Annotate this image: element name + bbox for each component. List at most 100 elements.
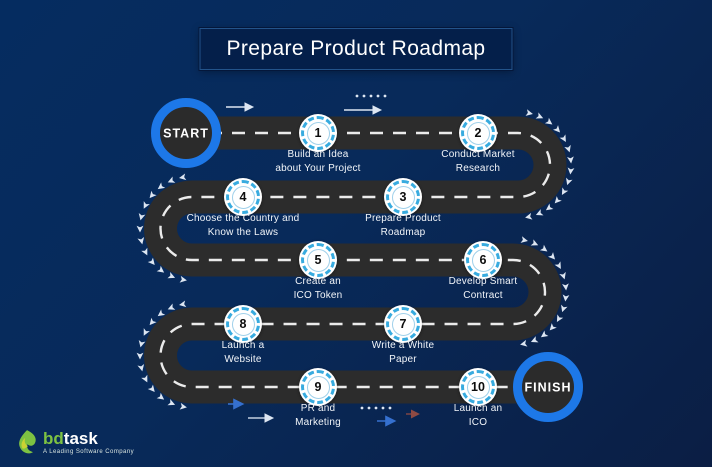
step-1-number: 1 bbox=[306, 121, 330, 145]
chevron-icon bbox=[552, 125, 561, 133]
step-3: 3 bbox=[384, 178, 422, 216]
coin-pattern-icon bbox=[301, 370, 335, 404]
chevron-icon bbox=[167, 176, 176, 183]
step-7-label-line1: Write a White bbox=[371, 340, 435, 351]
chevron-icon bbox=[544, 117, 553, 125]
chevron-icon bbox=[520, 236, 528, 243]
step-5-label: Create an ICO Token bbox=[294, 275, 343, 302]
step-10-label: Launch an ICO bbox=[454, 402, 503, 429]
chevron-icon bbox=[143, 201, 150, 209]
step-4-label-line2: Know the Laws bbox=[207, 226, 279, 238]
chevron-icon bbox=[562, 294, 570, 302]
chevron-icon bbox=[137, 363, 145, 372]
dot-icon bbox=[381, 406, 385, 410]
step-4-label: Choose the Country and Know the Laws bbox=[187, 212, 300, 239]
chevron-icon bbox=[179, 300, 187, 308]
chevron-icon bbox=[167, 399, 176, 406]
chevron-icon bbox=[561, 187, 569, 195]
chevron-icon bbox=[564, 144, 571, 153]
finish-marker: FINISH bbox=[513, 352, 583, 422]
chevron-icon bbox=[567, 167, 575, 175]
step-9-number: 9 bbox=[306, 375, 330, 399]
chevron-icon bbox=[156, 392, 165, 400]
chevron-icon bbox=[179, 402, 187, 410]
coin-badge-icon: 3 bbox=[384, 178, 422, 216]
coin-badge-icon: 6 bbox=[464, 241, 502, 279]
chevron-icon bbox=[554, 196, 562, 204]
chevron-icon bbox=[179, 275, 187, 283]
chevron-icon bbox=[141, 247, 148, 256]
chevron-icon bbox=[149, 190, 157, 199]
step-1-label-line1: Build an Idea bbox=[287, 149, 349, 160]
step-2-label-line2: Research bbox=[455, 162, 501, 174]
chevron-icon bbox=[559, 271, 566, 280]
chevron-icon bbox=[138, 212, 146, 221]
chevron-icon bbox=[136, 225, 144, 233]
chevron-icon bbox=[156, 265, 165, 273]
chevron-icon bbox=[561, 304, 568, 313]
flame-icon bbox=[19, 430, 36, 454]
chevron-icon bbox=[167, 272, 176, 279]
step-7-label-line2: Paper bbox=[389, 353, 417, 365]
coin-badge-icon: 2 bbox=[459, 114, 497, 152]
coin-pattern-icon bbox=[461, 116, 495, 150]
coin-badge-icon: 1 bbox=[299, 114, 337, 152]
step-4-label-line1: Choose the Country and bbox=[186, 213, 300, 224]
coin-pattern-icon bbox=[386, 180, 420, 214]
step-2-label-line1: Conduct Market bbox=[441, 149, 515, 160]
logo-tagline: A Leading Software Company bbox=[43, 448, 135, 455]
chevron-icon bbox=[525, 212, 533, 220]
step-3-number: 3 bbox=[391, 185, 415, 209]
page-title: Prepare Product Roadmap bbox=[226, 37, 486, 60]
coin-pattern-icon bbox=[226, 180, 260, 214]
coin-badge-icon: 7 bbox=[384, 305, 422, 343]
chevron-icon bbox=[525, 109, 533, 116]
step-1-label-line2: about Your Project bbox=[275, 162, 361, 174]
chevron-icon bbox=[549, 323, 557, 331]
chevron-icon bbox=[149, 317, 157, 326]
step-6: 6 bbox=[464, 241, 502, 279]
coin-pattern-icon bbox=[226, 307, 260, 341]
chevron-icon bbox=[147, 257, 155, 265]
step-6-label-line1: Develop Smart bbox=[448, 276, 518, 287]
coin-badge-icon: 8 bbox=[224, 305, 262, 343]
chevron-icon bbox=[535, 112, 544, 119]
curve-chevron-decorations bbox=[136, 94, 575, 410]
chevron-icon bbox=[530, 336, 539, 343]
step-8-label-line2: Website bbox=[224, 353, 262, 365]
step-5-number: 5 bbox=[306, 248, 330, 272]
chevron-icon bbox=[520, 339, 528, 347]
step-5: 5 bbox=[299, 241, 337, 279]
step-10: 10 bbox=[459, 368, 497, 406]
step-10-label-line2: ICO bbox=[468, 416, 488, 428]
bdtask-logo: bdtask A Leading Software Company bbox=[16, 429, 134, 455]
step-3-label-line2: Roadmap bbox=[380, 226, 426, 238]
step-9-label-line1: PR and bbox=[300, 403, 336, 414]
chevron-icon bbox=[167, 303, 176, 310]
chevron-icon bbox=[147, 384, 155, 392]
coin-badge-icon: 5 bbox=[299, 241, 337, 279]
logo-brand-prefix: bd bbox=[43, 428, 64, 448]
chevron-icon bbox=[545, 203, 554, 211]
chevron-icon bbox=[179, 173, 187, 181]
finish-label: FINISH bbox=[525, 381, 572, 395]
step-4: 4 bbox=[224, 178, 262, 216]
coin-badge-icon: 10 bbox=[459, 368, 497, 406]
coin-badge-icon: 4 bbox=[224, 178, 262, 216]
chevron-icon bbox=[567, 156, 574, 164]
coin-pattern-icon bbox=[386, 307, 420, 341]
coin-pattern-icon bbox=[301, 243, 335, 277]
start-marker: START bbox=[151, 98, 221, 168]
step-4-number: 4 bbox=[231, 185, 255, 209]
step-5-label-line2: ICO Token bbox=[293, 289, 343, 301]
step-7: 7 bbox=[384, 305, 422, 343]
dot-icon bbox=[369, 94, 373, 98]
chevron-icon bbox=[554, 261, 561, 269]
chevron-icon bbox=[530, 239, 539, 246]
dot-icon bbox=[376, 94, 380, 98]
start-label: START bbox=[163, 127, 209, 141]
chevron-icon bbox=[137, 236, 145, 245]
step-2-label: Conduct Market Research bbox=[441, 148, 514, 175]
step-5-label-line1: Create an bbox=[295, 276, 341, 287]
coin-badge-icon: 9 bbox=[299, 368, 337, 406]
